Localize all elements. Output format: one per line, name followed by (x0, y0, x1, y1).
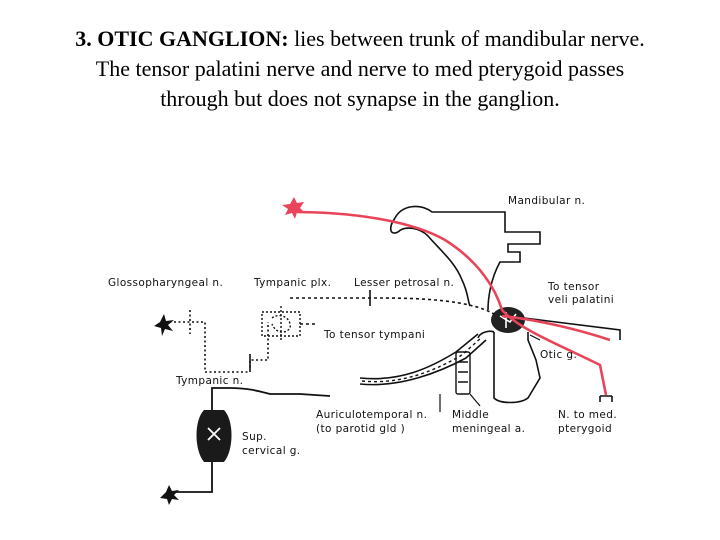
label-tympanic-n: Tympanic n. (175, 375, 243, 387)
tympanic-plexus (261, 306, 301, 342)
mandibular-trunk (389, 205, 541, 311)
middle-meningeal-artery (455, 351, 471, 395)
glossopharyngeal-pathway (165, 310, 269, 373)
label-to-tensor-veli: To tensor (547, 281, 600, 293)
superior-cervical-ganglion (196, 410, 232, 462)
motor-origin-star-icon (282, 197, 305, 219)
ganglion-cross-mark (207, 427, 221, 441)
label-n-to-med-pterygoid: N. to med. (558, 409, 617, 421)
label-mandibular: Mandibular n. (508, 195, 585, 207)
title-heading: 3. OTIC GANGLION: (75, 26, 289, 51)
sympathetic-chain (172, 387, 331, 493)
label-lesser-petrosal: Lesser petrosal n. (354, 277, 454, 289)
sympathetic-origin-star-icon (160, 485, 179, 505)
tensor-veli-branch (523, 317, 621, 340)
motor-nerve-path (291, 210, 611, 396)
label-tympanic-plexus: Tympanic plx. (253, 277, 331, 289)
pterygoid-terminal-icon (599, 395, 613, 402)
label-glossopharyngeal: Glossopharyngeal n. (108, 277, 223, 289)
label-to-tensor-tympani: To tensor tympani (323, 329, 425, 341)
label-sup-cervical-2: cervical g. (242, 445, 301, 457)
label-n-to-med-pterygoid-2: pterygoid (558, 423, 612, 435)
leader-lines (439, 334, 541, 412)
label-middle-meningeal: Middle (452, 409, 489, 421)
otic-ganglion-base (477, 330, 541, 404)
label-middle-meningeal-2: meningeal a. (452, 423, 525, 435)
lesser-petrosal-nerve (290, 297, 495, 315)
label-to-parotid: (to parotid gld ) (316, 423, 405, 435)
label-to-tensor-veli-2: veli palatini (548, 294, 614, 306)
title-description: lies between trunk of mandibular nerve. … (95, 26, 645, 111)
auriculotemporal-dashed (361, 336, 483, 383)
label-sup-cervical: Sup. (242, 431, 267, 443)
glossopharyngeal-star-icon (154, 314, 174, 336)
label-otic-ganglion: Otic g. (540, 349, 577, 361)
label-auriculotemporal: Auriculotemporal n. (316, 409, 427, 421)
slide-title: 3. OTIC GANGLION: lies between trunk of … (60, 24, 660, 114)
auriculotemporal-nerve (359, 333, 487, 386)
